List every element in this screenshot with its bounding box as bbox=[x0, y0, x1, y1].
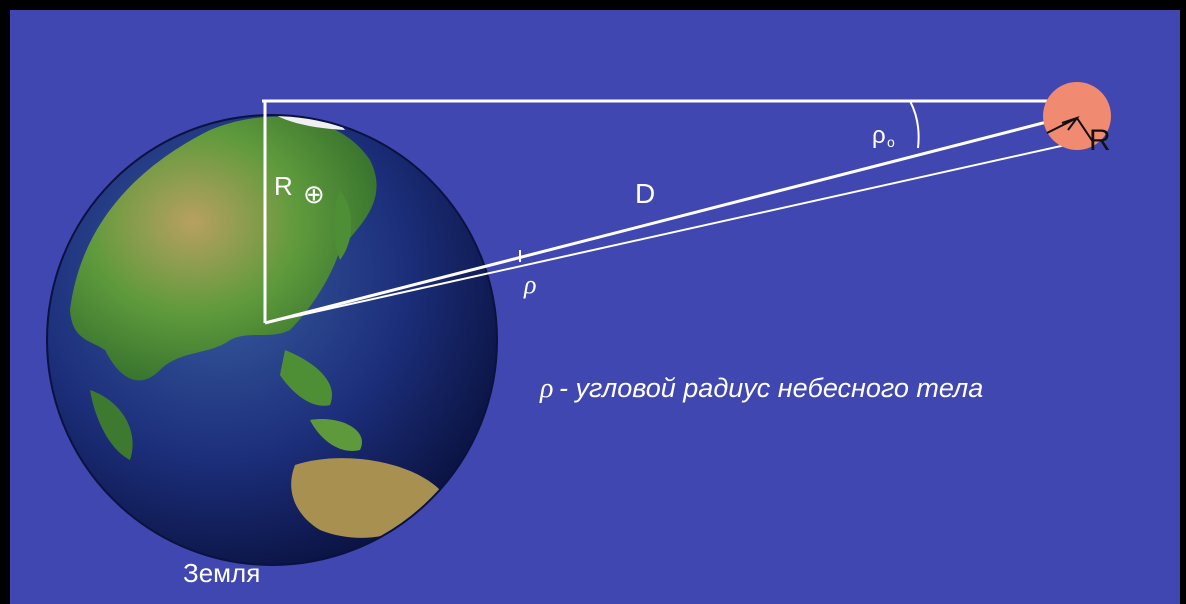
body-disk bbox=[1043, 82, 1111, 150]
body-radius-label: R bbox=[1089, 124, 1111, 157]
body-radius-arrow bbox=[1046, 116, 1094, 143]
distance-label: D bbox=[635, 178, 655, 209]
rho0-subscript: o bbox=[887, 134, 895, 150]
rho0-arc bbox=[909, 100, 920, 149]
earth-radius-label: R bbox=[274, 171, 293, 201]
body-tangent-line bbox=[264, 139, 1089, 324]
parallax-diagram: R ⊕ D ρ ρ o R ρ - угловой радиус небесно… bbox=[10, 10, 1180, 604]
caption-symbol: ρ bbox=[539, 373, 553, 404]
rho0-label: ρ bbox=[872, 122, 886, 149]
geometry-lines bbox=[262, 99, 1089, 325]
rho-label: ρ bbox=[523, 270, 536, 299]
caption-text: - угловой радиус небесного тела bbox=[559, 373, 983, 403]
celestial-body bbox=[1043, 82, 1111, 150]
earth-label: Земля bbox=[183, 558, 260, 588]
distance-line bbox=[264, 113, 1075, 325]
earth-symbol: ⊕ bbox=[303, 179, 325, 209]
diagram-slide: R ⊕ D ρ ρ o R ρ - угловой радиус небесно… bbox=[10, 10, 1180, 604]
